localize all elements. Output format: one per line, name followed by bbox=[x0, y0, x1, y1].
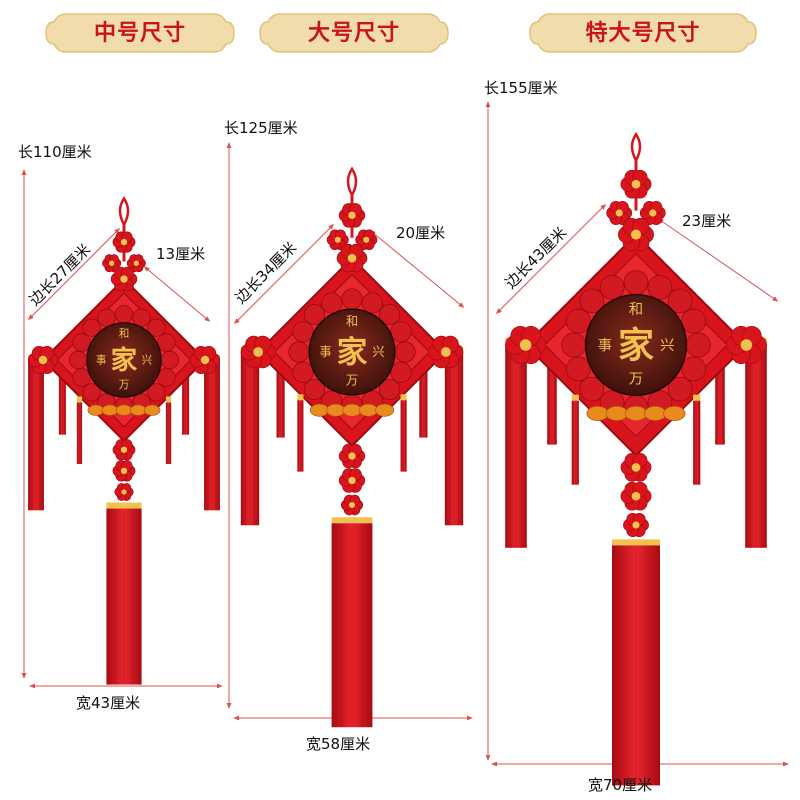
medallion-small-char: 事 bbox=[96, 354, 107, 367]
tab-label: 特大号尺寸 bbox=[585, 20, 701, 46]
length-label-large: 长125厘米 bbox=[224, 119, 298, 137]
knot-flower bbox=[102, 254, 122, 273]
medallion-small-char: 和 bbox=[119, 328, 130, 340]
knot-flower bbox=[620, 481, 652, 511]
knot-flower bbox=[639, 200, 666, 226]
tab-label: 大号尺寸 bbox=[307, 20, 400, 46]
medallion-small-char: 万 bbox=[119, 379, 130, 391]
knot-flower bbox=[505, 325, 547, 365]
knot-flower bbox=[112, 460, 136, 482]
knot-flower bbox=[114, 483, 134, 501]
inner-label-large: 20厘米 bbox=[396, 224, 446, 242]
medallion-small-char: 兴 bbox=[372, 345, 384, 359]
knot-flower bbox=[428, 335, 464, 369]
inner-line-large bbox=[369, 230, 465, 308]
medallion-small-char: 万 bbox=[629, 371, 643, 387]
tab-extra-large-size[interactable]: 特大号尺寸 bbox=[528, 8, 758, 58]
tassel bbox=[28, 354, 44, 511]
tassel bbox=[240, 345, 260, 526]
medallion-small-char: 万 bbox=[346, 374, 358, 388]
tassel bbox=[76, 396, 83, 465]
knot-flower bbox=[110, 266, 138, 292]
medallion-center-char: 家 bbox=[111, 345, 138, 376]
tassel bbox=[505, 337, 527, 548]
knot-flower bbox=[606, 200, 633, 226]
tab-large-size[interactable]: 大号尺寸 bbox=[258, 8, 450, 58]
knot-flower bbox=[112, 439, 136, 461]
medallion-small-char: 事 bbox=[319, 345, 331, 359]
knot-flower bbox=[355, 229, 378, 251]
inner-label-medium: 13厘米 bbox=[156, 245, 206, 263]
knot-flower bbox=[27, 345, 59, 375]
tassel bbox=[297, 394, 304, 472]
knot-flower bbox=[338, 203, 366, 228]
chinese-knot: 家和事 兴万 bbox=[505, 131, 767, 786]
tab-medium-size[interactable]: 中号尺寸 bbox=[44, 8, 236, 58]
tassel bbox=[106, 502, 142, 685]
length-label-extra-large: 长155厘米 bbox=[484, 79, 558, 97]
knot-flower bbox=[189, 345, 221, 375]
knot-flower bbox=[725, 325, 767, 365]
tassel bbox=[745, 337, 767, 548]
knot-flower bbox=[623, 512, 649, 538]
knot-flower bbox=[240, 335, 276, 369]
tassel bbox=[444, 345, 464, 526]
tassel bbox=[571, 394, 579, 485]
knot-flower bbox=[126, 254, 146, 273]
side-line-large bbox=[233, 223, 335, 325]
inner-line-medium bbox=[143, 266, 211, 322]
inner-line-extra-large bbox=[657, 218, 779, 302]
knot-flower bbox=[618, 217, 654, 252]
medallion-small-char: 事 bbox=[598, 337, 612, 354]
chinese-knot: 家和事 兴万 bbox=[240, 166, 464, 728]
medallion-small-char: 和 bbox=[629, 301, 643, 318]
knot-flower bbox=[112, 231, 136, 253]
side-line-extra-large bbox=[495, 203, 607, 315]
knot-flower bbox=[340, 494, 364, 516]
medallion-center-char: 家 bbox=[337, 335, 368, 371]
tassel bbox=[165, 396, 172, 465]
knot-flower bbox=[326, 229, 349, 251]
medallion-small-char: 和 bbox=[346, 314, 358, 328]
length-label-medium: 长110厘米 bbox=[18, 143, 92, 161]
tab-background bbox=[259, 13, 449, 53]
width-label-large: 宽58厘米 bbox=[306, 735, 371, 753]
tassel bbox=[693, 394, 701, 485]
chinese-knot: 家和事 兴万 bbox=[27, 196, 221, 685]
side-line-medium bbox=[27, 227, 121, 321]
medallion-small-char: 兴 bbox=[142, 355, 153, 367]
tassel bbox=[331, 517, 373, 728]
width-label-extra-large: 宽70厘米 bbox=[588, 776, 653, 794]
knot-flower bbox=[338, 468, 366, 493]
medallion-center-char: 家 bbox=[618, 325, 654, 367]
width-label-medium: 宽43厘米 bbox=[76, 694, 141, 712]
medallion-small-char: 兴 bbox=[660, 337, 674, 354]
knot-flower bbox=[620, 169, 652, 199]
tassel bbox=[400, 394, 407, 472]
tab-background bbox=[45, 13, 235, 53]
tassel bbox=[204, 354, 220, 511]
knot-flower bbox=[338, 443, 366, 469]
tab-background bbox=[529, 13, 757, 53]
knot-flower bbox=[336, 243, 368, 273]
knot-flower bbox=[620, 453, 652, 482]
tassel bbox=[612, 539, 660, 786]
inner-label-extra-large: 23厘米 bbox=[682, 212, 732, 230]
tab-label: 中号尺寸 bbox=[93, 20, 186, 46]
